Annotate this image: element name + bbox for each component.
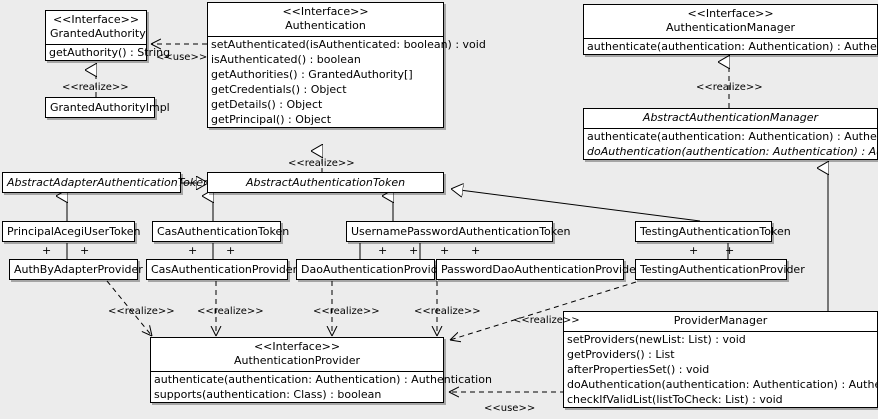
label-realize-testing-provider: <<realize>> [513,315,580,326]
class-name: AbstractAdapterAuthenticationToken [7,176,210,189]
operation: authenticate(authentication: Authenticat… [587,40,878,53]
label-use-provider-manager: <<use>> [484,403,536,414]
stereotype: <<Interface>> [282,5,369,18]
class-name: AuthenticationManager [666,21,795,34]
label-realize-abstract-authentication-token: <<realize>> [288,158,355,169]
association-marker: + [80,244,90,257]
class-name: PrincipalAcegiUserToken [7,225,141,238]
class-header: ProviderManager [564,312,877,332]
operation: checkIfValidList(listToCheck: List) : vo… [567,393,783,406]
class-auth-by-adapter-provider[interactable]: AuthByAdapterProvider [9,259,143,280]
operations-compartment: getAuthority() : String [46,45,171,60]
class-name: CasAuthenticationProvider [151,263,298,276]
class-cas-authentication-token[interactable]: CasAuthenticationToken [152,221,290,242]
label-realize-cas-provider: <<realize>> [197,306,264,317]
class-name: GrantedAuthorityImpl [50,101,170,114]
label-realize-password-dao-provider: <<realize>> [414,306,481,317]
class-dao-authentication-provider[interactable]: DaoAuthenticationProvider [296,259,449,280]
class-header: <<Interface>> Authentication [208,3,443,37]
stereotype: <<Interface>> [253,340,341,353]
class-testing-authentication-provider[interactable]: TestingAuthenticationProvider [635,259,805,280]
class-name: ProviderManager [673,314,768,327]
association-marker: + [689,244,699,257]
class-principal-acegi-user-token[interactable]: PrincipalAcegiUserToken [2,221,141,242]
class-name: Authentication [285,19,366,32]
class-header: AbstractAuthenticationManager [584,109,877,129]
label-realize-dao-provider: <<realize>> [313,306,380,317]
class-name: AuthByAdapterProvider [14,263,143,276]
association-marker: + [725,244,735,257]
operation: doAuthentication(authentication: Authent… [567,378,878,391]
association-marker: + [409,244,419,257]
operation: getAuthority() : String [49,46,171,59]
class-username-password-authentication-token[interactable]: UsernamePasswordAuthenticationToken [346,221,571,242]
class-authentication-provider[interactable]: <<Interface>> AuthenticationProvider aut… [150,337,492,403]
class-abstract-adapter-authentication-token[interactable]: AbstractAdapterAuthenticationToken [2,172,210,193]
class-header: <<Interface>> AuthenticationManager [584,5,877,39]
class-name: PasswordDaoAuthenticationProvider [441,263,641,276]
stereotype: <<Interface>> [52,13,140,26]
operation: getDetails() : Object [211,98,323,111]
label-use-granted-authority: <<use>> [156,52,208,63]
operations-compartment: setAuthenticated(isAuthenticated: boolea… [208,37,486,127]
operation: getCredentials() : Object [211,83,347,96]
association-marker: + [188,244,198,257]
operation: authenticate(authentication: Authenticat… [154,373,492,386]
class-name: UsernamePasswordAuthenticationToken [351,225,571,238]
class-abstract-authentication-manager[interactable]: AbstractAuthenticationManager authentica… [583,108,878,160]
operations-compartment: authenticate(authentication: Authenticat… [584,129,878,159]
class-name: AbstractAuthenticationManager [642,111,819,124]
operations-compartment: authenticate(authentication: Authenticat… [151,372,492,402]
association-marker: + [226,244,236,257]
class-authentication[interactable]: <<Interface>> Authentication setAuthenti… [207,2,486,128]
class-authentication-manager[interactable]: <<Interface>> AuthenticationManager auth… [583,4,878,55]
operations-compartment: setProviders(newList: List) : void getPr… [564,332,878,407]
operation: getPrincipal() : Object [211,113,332,126]
class-abstract-authentication-token[interactable]: AbstractAuthenticationToken [207,172,444,193]
label-realize-abstract-authentication-manager: <<realize>> [696,82,763,93]
class-name: CasAuthenticationToken [157,225,290,238]
operation: getAuthorities() : GrantedAuthority[] [211,68,413,81]
association-marker: + [42,244,52,257]
operation: setProviders(newList: List) : void [567,333,746,346]
class-name: AuthenticationProvider [233,354,361,367]
association-marker: + [471,244,481,257]
class-header: <<Interface>> GrantedAuthority [46,11,146,45]
operation: supports(authentication: Class) : boolea… [154,388,382,401]
class-name: DaoAuthenticationProvider [301,263,449,276]
operation: getProviders() : List [567,348,675,361]
association-marker: + [378,244,388,257]
class-cas-authentication-provider[interactable]: CasAuthenticationProvider [146,259,298,280]
class-provider-manager[interactable]: ProviderManager setProviders(newList: Li… [563,311,878,408]
class-name: GrantedAuthority [50,27,146,40]
operation: authenticate(authentication: Authenticat… [587,130,878,143]
class-header: <<Interface>> AuthenticationProvider [151,338,443,372]
class-testing-authentication-token[interactable]: TestingAuthenticationToken [635,221,791,242]
operations-compartment: authenticate(authentication: Authenticat… [584,39,878,54]
operation: isAuthenticated() : boolean [211,53,361,66]
association-marker: + [440,244,450,257]
operation: setAuthenticated(isAuthenticated: boolea… [211,38,486,51]
operation: afterPropertiesSet() : void [567,363,710,376]
label-realize-granted-authority-impl: <<realize>> [62,82,129,93]
class-name: TestingAuthenticationToken [640,225,791,238]
label-realize-auth-by-adapter: <<realize>> [108,306,175,317]
class-name: TestingAuthenticationProvider [640,263,805,276]
class-password-dao-authentication-provider[interactable]: PasswordDaoAuthenticationProvider [436,259,641,280]
class-name: AbstractAuthenticationToken [245,176,406,189]
class-granted-authority[interactable]: <<Interface>> GrantedAuthority getAuthor… [45,10,171,61]
operation: doAuthentication(authentication: Authent… [587,145,878,158]
stereotype: <<Interface>> [687,7,774,20]
class-granted-authority-impl[interactable]: GrantedAuthorityImpl [45,97,170,118]
